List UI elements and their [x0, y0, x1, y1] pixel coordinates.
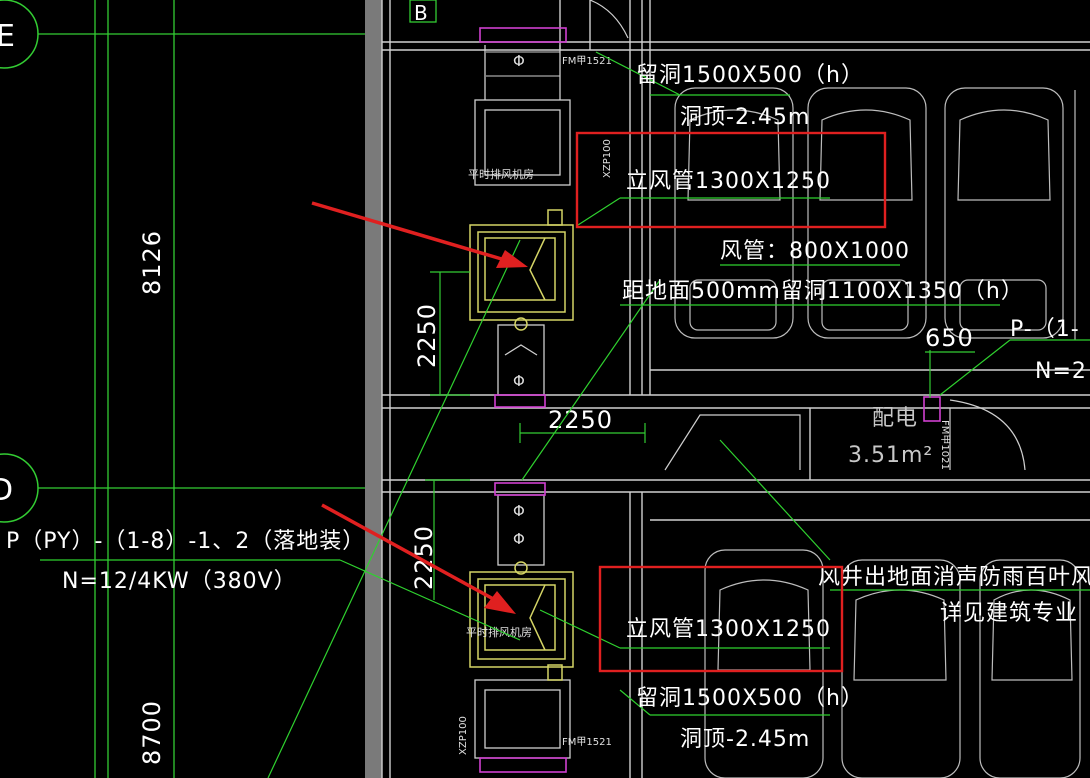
fm-tag-bottom: FM甲1521 — [562, 737, 612, 748]
hole-bottom-ceiling-label: 洞顶-2.45m — [680, 727, 810, 752]
structural-column — [365, 0, 382, 778]
highlight-box-bottom — [598, 565, 844, 673]
room-area-label: 3.51m² — [848, 443, 933, 468]
axis-bubble-d-label: D — [0, 473, 13, 508]
p-label-right: P-（1- — [1010, 317, 1080, 342]
shaft-top — [474, 45, 571, 396]
axis-bubble-e-label: E — [0, 19, 15, 54]
xzp-tag-bottom: XZP100 — [458, 716, 469, 755]
exhaust-fan-top — [469, 209, 574, 331]
riser-duct-bottom-label: 立风管1300X1250 — [626, 617, 831, 642]
riser-duct-top-label: 立风管1300X1250 — [626, 169, 831, 194]
xzp-tag-top: XZP100 — [602, 139, 613, 178]
axis-bubble-d: D — [0, 453, 39, 523]
n-label-right: N=2 — [1035, 359, 1087, 384]
door-swings — [589, 0, 1026, 471]
fm-tag-right: FM甲1021 — [939, 420, 950, 470]
arch-note-label: 详见建筑专业 — [940, 601, 1078, 626]
exhaust-fan-bottom — [469, 561, 574, 681]
dimension-lines — [425, 271, 975, 600]
leader-lines — [40, 51, 1090, 778]
phi-mid: Φ — [513, 372, 525, 390]
dimension-8700: 8700 — [138, 700, 166, 765]
phi-mid2: Φ — [513, 502, 525, 520]
room-name-small-top: 平时排风机房 — [468, 167, 534, 181]
fan-power-label: N=12/4KW（380V） — [62, 569, 297, 594]
magenta-dampers — [479, 27, 941, 773]
damper-symbols: Φ Φ Φ Φ — [486, 51, 560, 548]
fan-spec-label: P（PY）-（1-8）-1、2（落地装） — [6, 529, 365, 554]
duct-size-label: 风管：800X1000 — [720, 239, 910, 264]
phi-bottom: Φ — [513, 530, 525, 548]
hole-side-label: 距地面500mm留洞1100X1350（h） — [622, 279, 1024, 304]
dimension-650: 650 — [925, 324, 974, 352]
hole-bottom-label: 留洞1500X500（h） — [636, 686, 864, 711]
louver-note-label: 风井出地面消声防雨百叶风口≥ — [818, 565, 1090, 590]
axis-box-b-label: B — [414, 1, 428, 25]
axis-grid-lines — [38, 0, 380, 778]
dimension-2250-horizontal: 2250 — [548, 406, 613, 434]
parking-cars-top — [674, 87, 1076, 340]
hole-top-label: 留洞1500X500（h） — [636, 63, 864, 88]
axis-bubble-e: E — [0, 0, 39, 69]
axis-box-b: B — [409, 0, 437, 25]
fm-tag-top: FM甲1521 — [562, 56, 612, 67]
red-arrow-bottom — [321, 503, 516, 614]
hole-top-ceiling-label: 洞顶-2.45m — [680, 105, 810, 130]
dimension-2250-vertical-top: 2250 — [413, 303, 441, 368]
parking-cars-bottom — [704, 549, 1081, 778]
red-arrow-top — [311, 201, 528, 268]
room-name-small-bottom: 平时排风机房 — [466, 625, 532, 639]
highlight-box-top — [575, 131, 887, 229]
phi-top: Φ — [513, 52, 525, 70]
dimension-8126: 8126 — [138, 230, 166, 295]
room-name-label: 配电 — [872, 406, 918, 431]
